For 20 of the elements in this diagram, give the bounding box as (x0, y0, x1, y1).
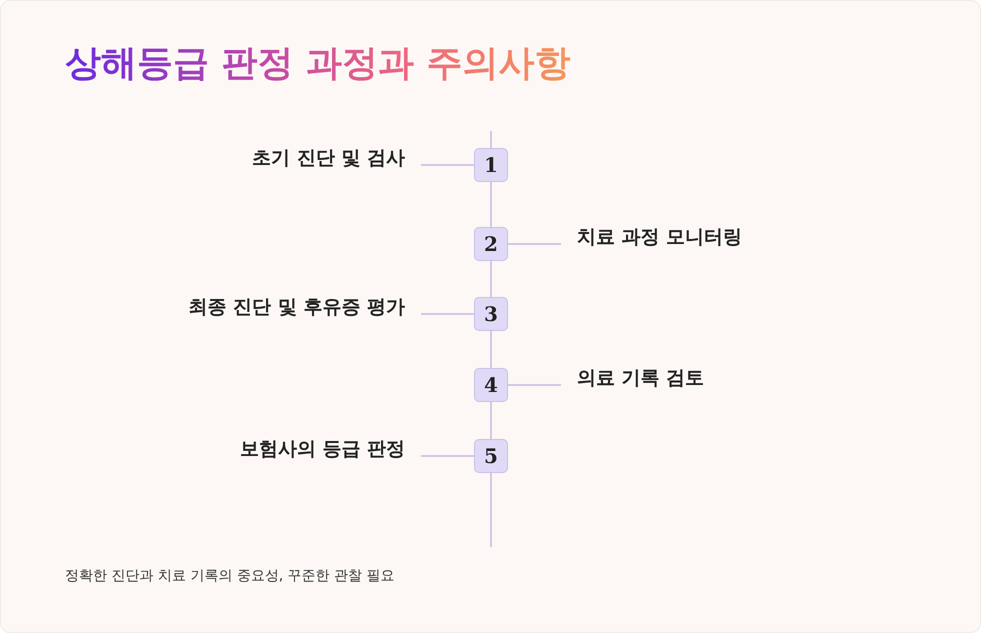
step-label: 보험사의 등급 판정 (101, 435, 421, 463)
step-number: 5 (474, 439, 508, 473)
step-label: 초기 진단 및 검사 (101, 144, 421, 172)
caption: 정확한 진단과 치료 기록의 중요성, 꾸준한 관찰 필요 (65, 567, 395, 585)
connector-line (508, 243, 561, 245)
step-number: 3 (474, 297, 508, 331)
connector-line (490, 261, 492, 297)
connector-line (508, 384, 561, 386)
step-label: 의료 기록 검토 (561, 364, 881, 392)
step-label: 치료 과정 모니터링 (561, 223, 881, 251)
connector-line (421, 455, 474, 457)
connector-line (490, 331, 492, 368)
connector-line (490, 182, 492, 227)
connector-line (421, 164, 474, 166)
step-number: 2 (474, 227, 508, 261)
step-number: 1 (474, 148, 508, 182)
step-label: 최종 진단 및 후유증 평가 (101, 293, 421, 321)
connector-line (490, 402, 492, 439)
step-number: 4 (474, 368, 508, 402)
connector-line (421, 313, 474, 315)
